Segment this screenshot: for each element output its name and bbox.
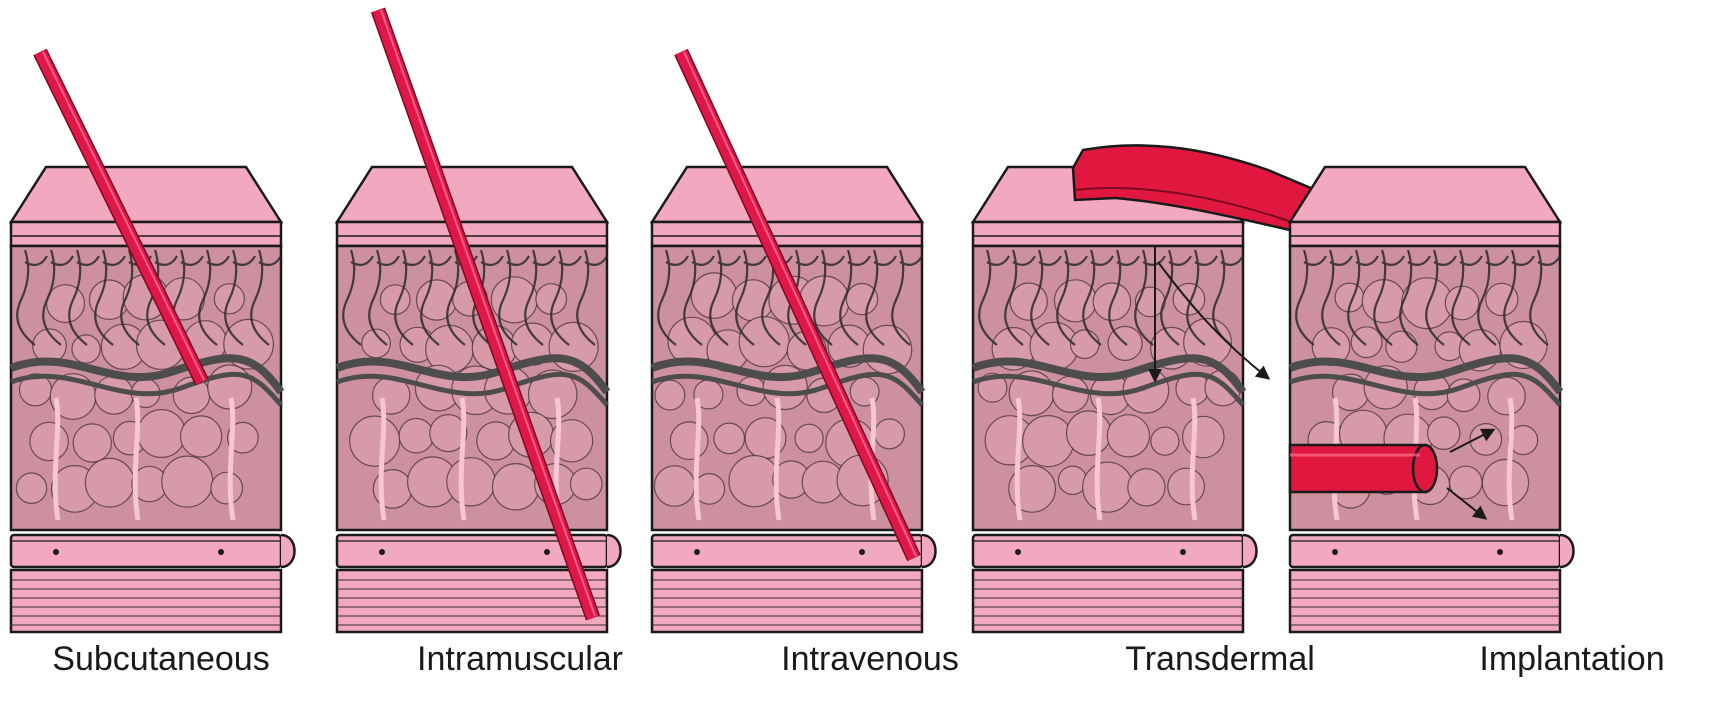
- connective-septum: [135, 398, 138, 520]
- skin-surface: [652, 167, 922, 222]
- panel-implantation: [1290, 167, 1574, 632]
- epidermis-layer: [11, 222, 281, 246]
- connective-septum: [1192, 398, 1195, 520]
- skin-surface: [337, 167, 607, 222]
- epidermis-layer: [973, 222, 1243, 246]
- panel-intravenous: [652, 52, 936, 632]
- epidermis-layer: [1290, 222, 1560, 246]
- connective-septum: [381, 398, 384, 520]
- connective-septum: [1097, 398, 1100, 520]
- fascia-layer: [11, 535, 281, 567]
- connective-septum: [1509, 398, 1512, 520]
- muscle-layer: [1290, 570, 1560, 632]
- skin-surface: [11, 167, 281, 222]
- connective-septum: [461, 398, 464, 520]
- fascia-layer: [1290, 535, 1560, 567]
- muscle-layer: [652, 570, 922, 632]
- panel-subcutaneous: [11, 52, 295, 632]
- panel-intramuscular: [337, 10, 621, 632]
- connective-septum: [230, 398, 233, 520]
- fascia-layer: [973, 535, 1243, 567]
- connective-septum: [776, 398, 779, 520]
- connective-septum: [1017, 398, 1020, 520]
- label-implantation: Implantation: [1422, 640, 1722, 679]
- connective-septum: [55, 398, 58, 520]
- epidermis-layer: [652, 222, 922, 246]
- connective-septum: [696, 398, 699, 520]
- muscle-layer: [11, 570, 281, 632]
- fascia-layer: [652, 535, 922, 567]
- implant-rod-icon: [1290, 445, 1437, 492]
- skin-surface: [1290, 167, 1560, 222]
- label-subcutaneous: Subcutaneous: [11, 640, 311, 679]
- label-transdermal: Transdermal: [1070, 640, 1370, 679]
- muscle-layer: [973, 570, 1243, 632]
- label-intramuscular: Intramuscular: [370, 640, 670, 679]
- label-intravenous: Intravenous: [720, 640, 1020, 679]
- muscle-layer: [337, 570, 607, 632]
- epidermis-layer: [337, 222, 607, 246]
